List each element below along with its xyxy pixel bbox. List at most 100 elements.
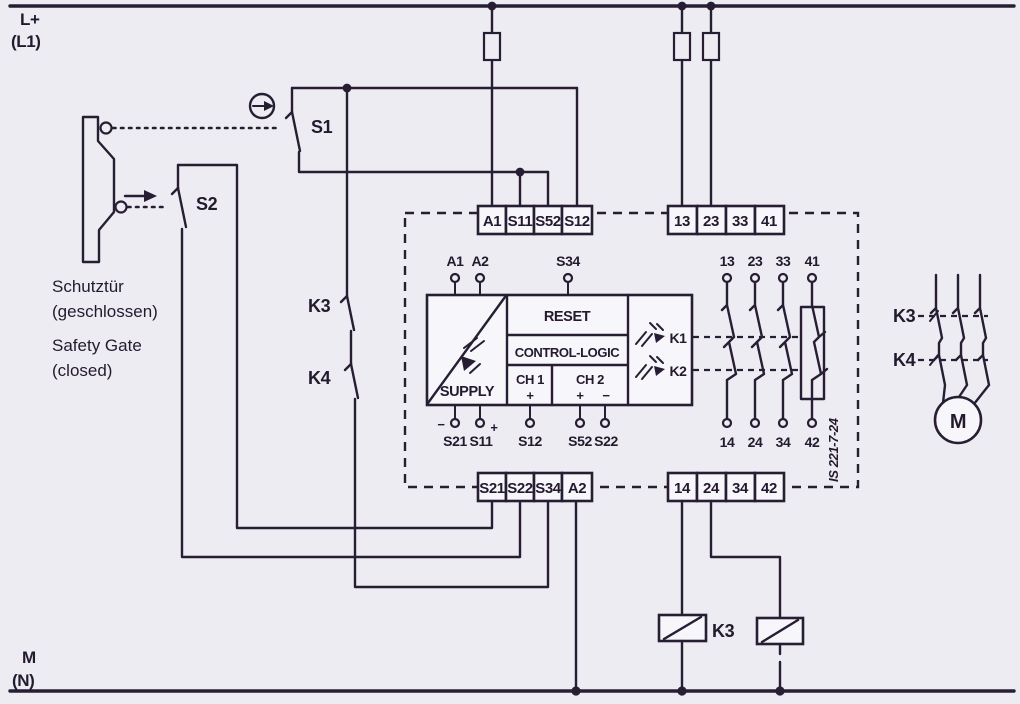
- reset-label: RESET: [544, 309, 591, 325]
- k4-contact-blade: [349, 362, 360, 400]
- contact-33-label: 33: [776, 253, 791, 269]
- switch-s2-branch: S2: [170, 163, 522, 559]
- supply-label: SUPPLY: [440, 384, 495, 400]
- terminal-s22: S22: [507, 480, 533, 497]
- gate-state-de: (geschlossen): [52, 302, 158, 321]
- safety-gate-symbol: Schutztür (geschlossen) Safety Gate (clo…: [52, 115, 279, 380]
- phase-1: [929, 273, 947, 405]
- control-logic-label: CONTROL-LOGIC: [515, 345, 621, 360]
- wire-s2-to-s21: [176, 163, 494, 530]
- device-outline: [403, 211, 860, 489]
- fused-supply-drops: [482, 1, 721, 208]
- s2-label: S2: [196, 194, 218, 214]
- s1-label: S1: [311, 117, 333, 137]
- pin-s52-label: S52: [568, 433, 592, 449]
- contact-14-label: 14: [720, 434, 735, 450]
- ch2-plus: +: [576, 388, 584, 403]
- contact-33-34: [776, 280, 794, 421]
- wire-s2-to-s22: [180, 227, 522, 559]
- function-module: SUPPLY RESET CONTROL-LOGIC CH 1 CH 2 + +…: [425, 253, 801, 449]
- contact-23-24: [748, 280, 766, 421]
- switch-s1-branch: S1: [248, 83, 579, 208]
- junction-dot: [677, 686, 687, 696]
- bottom-rail-sublabel: (N): [12, 671, 34, 690]
- terminal-33: 33: [732, 213, 748, 230]
- relay-k2-indicator: K2: [635, 355, 688, 380]
- s21-minus: −: [437, 417, 445, 432]
- led-icon: [654, 366, 665, 376]
- contactor-coils: K3: [657, 499, 805, 696]
- coil-k3-slash: [662, 615, 703, 641]
- motor-branch: K3 K4 M: [893, 273, 991, 445]
- gate-label-de: Schutztür: [52, 277, 124, 296]
- pin-a2-label: A2: [471, 253, 489, 269]
- bottom-rail-label: M: [22, 648, 36, 667]
- module-top-pins: A1 A2 S34: [446, 253, 581, 296]
- coil-slash-icon: [635, 364, 653, 380]
- module-dividers: [505, 293, 630, 407]
- arrow-head-icon: [144, 190, 157, 202]
- phase-2: [951, 273, 969, 399]
- pin-circle: [721, 417, 733, 429]
- coil-slash-icon: [635, 331, 653, 347]
- terminal-a1: A1: [483, 213, 501, 230]
- relay-k1-indicator: K1: [635, 322, 688, 347]
- terminal-42: 42: [761, 480, 777, 497]
- pin-s12-label: S12: [518, 433, 542, 449]
- pin-circle: [474, 417, 486, 429]
- contact-42-label: 42: [805, 434, 820, 450]
- terminal-s52: S52: [535, 213, 561, 230]
- gate-pivot: [114, 200, 128, 214]
- junction-dot: [487, 1, 497, 11]
- pin-circle: [777, 417, 789, 429]
- gate-pivot: [99, 121, 113, 135]
- gate-label-en: Safety Gate: [52, 336, 142, 355]
- contact-34-label: 34: [776, 434, 791, 450]
- motor-k4-label: K4: [893, 350, 916, 370]
- pin-circle: [749, 417, 761, 429]
- feedback-contacts: K3 K4: [308, 86, 550, 589]
- supply-diagonal: [426, 295, 507, 405]
- wire-s1-bottom: [297, 150, 550, 174]
- pin-s11-label: S11: [470, 433, 494, 449]
- pin-s22-label: S22: [594, 433, 618, 449]
- junction-dot: [775, 686, 785, 696]
- ch2-minus: −: [602, 388, 610, 403]
- terminal-s11: S11: [508, 213, 533, 230]
- fuse-icon: [672, 31, 692, 62]
- coil-k4-slash: [760, 618, 800, 644]
- fuse-icon: [701, 31, 721, 62]
- junction-dot: [706, 1, 716, 11]
- k3-contact-blade: [345, 294, 356, 332]
- pin-circle: [599, 417, 611, 429]
- pin-circle: [562, 272, 574, 284]
- junction-dot: [571, 686, 581, 696]
- pin-a1-label: A1: [446, 253, 464, 269]
- led-icon: [654, 333, 665, 343]
- gate-door-icon: [81, 115, 116, 264]
- ch1-label: CH 1: [516, 372, 544, 387]
- coil-k3-label: K3: [712, 621, 735, 641]
- s1-contact-blade: [290, 110, 302, 153]
- circled-arrow-head: [264, 101, 274, 111]
- k2-label: K2: [669, 363, 687, 379]
- contact-24-label: 24: [748, 434, 763, 450]
- contact-41-label: 41: [805, 253, 820, 269]
- motor-label: M: [950, 411, 966, 433]
- terminal-a2: A2: [568, 480, 586, 497]
- fuse-icon: [482, 31, 502, 62]
- pin-circle: [574, 417, 586, 429]
- terminal-s34: S34: [535, 480, 562, 497]
- k3-feedback-label: K3: [308, 296, 331, 316]
- power-rails: L+ (L1) M (N): [8, 4, 1016, 693]
- terminal-41: 41: [761, 213, 777, 230]
- pin-circle: [524, 417, 536, 429]
- contact-41-42: [810, 280, 829, 421]
- terminal-13: 13: [674, 213, 690, 230]
- wire-24-coil: [709, 499, 782, 620]
- k1-label: K1: [669, 330, 687, 346]
- terminal-row-bottom-left: S21 S22 S34 A2: [476, 471, 594, 503]
- s2-contact-blade: [176, 186, 188, 229]
- pin-circle: [449, 272, 461, 284]
